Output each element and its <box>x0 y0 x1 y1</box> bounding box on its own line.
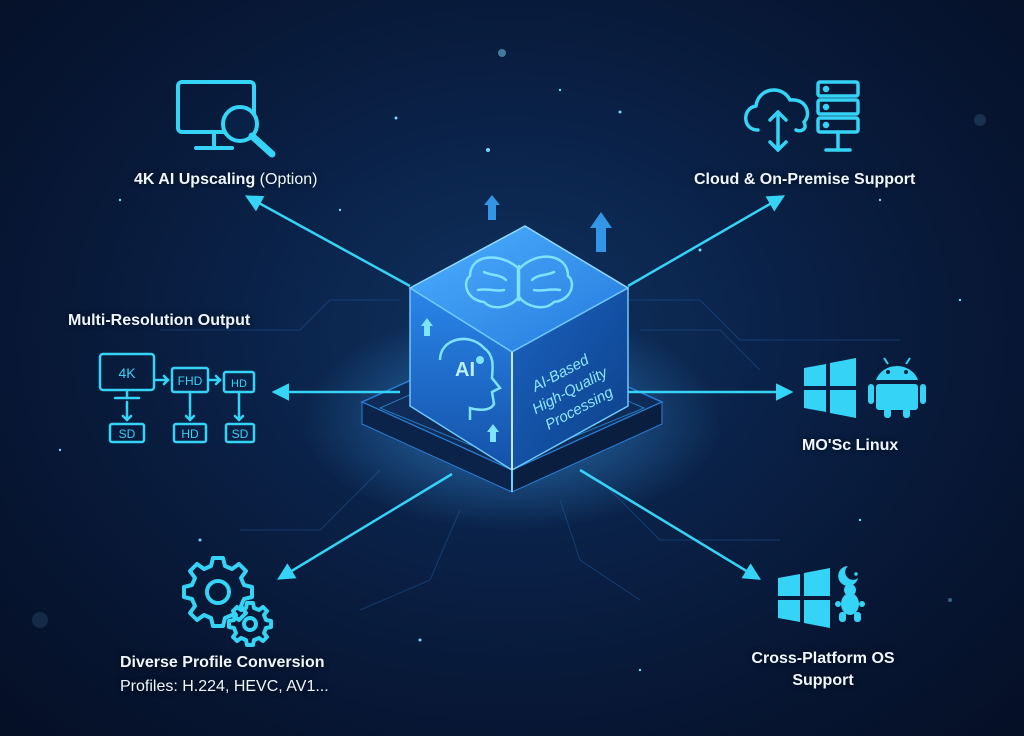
gears-icon <box>182 556 273 647</box>
res-label-hd-top: HD <box>231 378 247 390</box>
label-upscaling-option: (Option) <box>259 171 318 188</box>
resolution-tree-labels: 4K FHD HD SD HD SD <box>118 365 248 441</box>
label-cloud: Cloud & On-Premise Support <box>694 171 916 188</box>
windows-android-icon <box>804 357 926 418</box>
label-crossplatform-line2: Support <box>792 672 854 689</box>
label-profile: Diverse Profile Conversion <box>120 654 325 671</box>
res-label-4k: 4K <box>118 365 136 381</box>
label-multires: Multi-Resolution Output <box>68 312 251 329</box>
res-label-hd-bottom: HD <box>181 427 199 441</box>
windows-logo-icon <box>804 358 856 418</box>
res-label-sd-2: SD <box>232 427 249 441</box>
res-label-sd-1: SD <box>119 427 136 441</box>
brain-icon <box>464 255 574 309</box>
label-crossplatform-line1: Cross-Platform OS <box>751 650 895 667</box>
android-icon <box>868 357 926 418</box>
linux-icon <box>835 566 865 622</box>
monitor-search-icon <box>176 80 276 158</box>
arrow-upscaling <box>244 195 411 288</box>
connector-arrows <box>244 195 794 580</box>
arrow-crossplatform <box>579 468 761 580</box>
arrow-profile <box>277 472 453 580</box>
label-upscaling-main: 4K AI Upscaling <box>134 171 256 188</box>
front-up-arrows <box>421 318 499 442</box>
ai-head-icon <box>438 337 502 420</box>
res-label-fhd: FHD <box>178 374 203 388</box>
up-arrows <box>484 195 612 252</box>
label-profile-sub: Profiles: H.224, HEVC, AV1... <box>120 678 329 695</box>
arrow-cloud <box>627 195 786 288</box>
ai-badge: AI <box>455 359 475 381</box>
cloud-server-icon <box>744 80 860 152</box>
label-crossplatform: Cross-Platform OS Support <box>738 650 908 690</box>
windows-linux-icon <box>778 566 865 628</box>
windows-logo-icon-2 <box>778 568 830 628</box>
label-upscaling: 4K AI Upscaling (Option) <box>134 171 317 189</box>
ai-cube: AI AI-Based High-Quality Processing <box>408 225 630 472</box>
particles <box>32 49 986 672</box>
resolution-tree-icon <box>98 352 256 444</box>
label-os: MO'Sc Linux <box>802 437 899 454</box>
